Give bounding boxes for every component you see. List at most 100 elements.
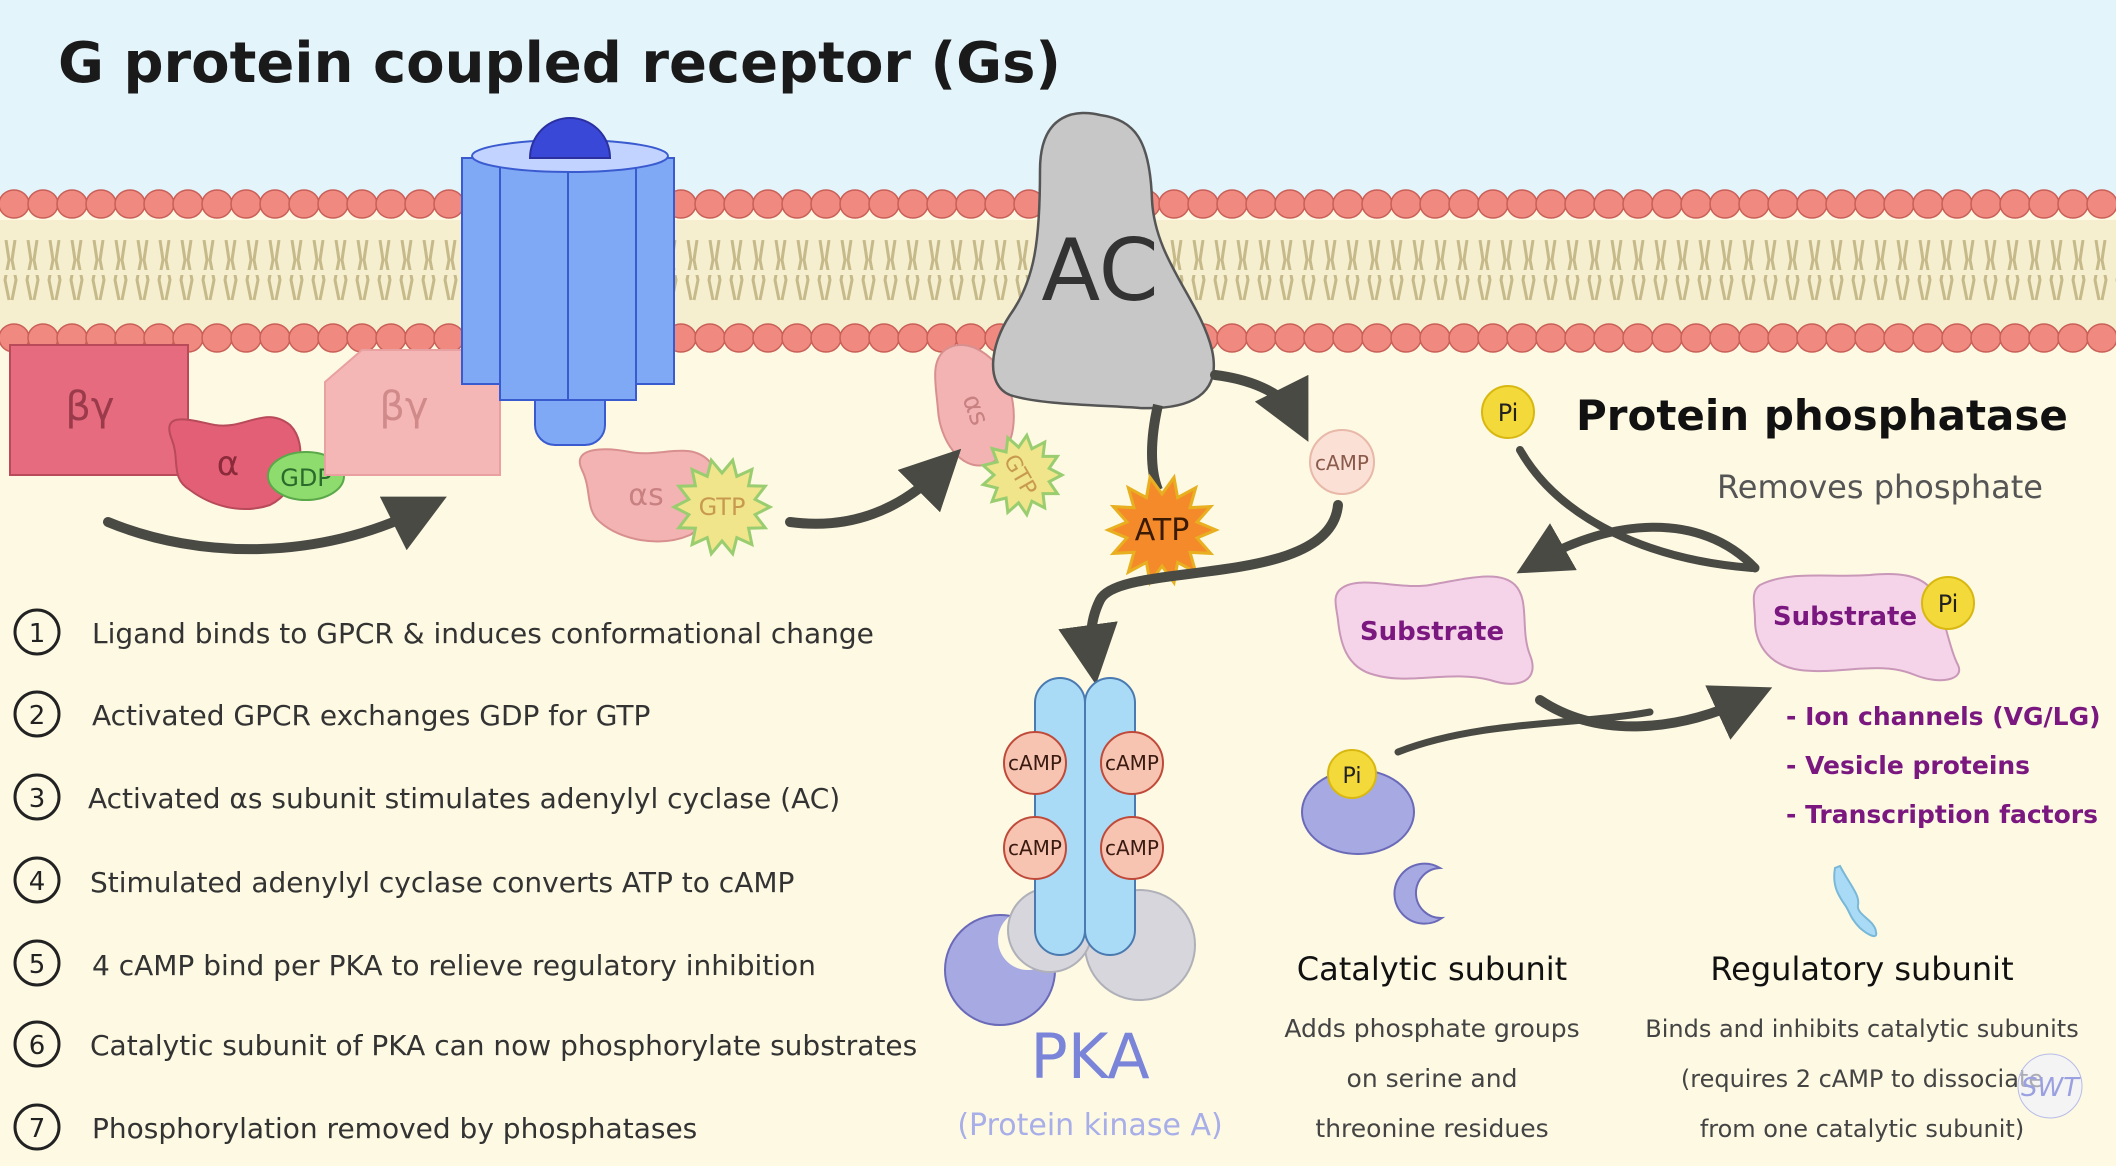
step-number: 1 <box>29 619 46 649</box>
lipid-head <box>1361 323 1393 353</box>
camp-label: cAMP <box>1105 836 1159 860</box>
ac-label: AC <box>1041 221 1158 321</box>
lipid-head <box>2086 323 2116 353</box>
pi-top: Pi <box>1481 385 1535 439</box>
lipid-head <box>1622 189 1654 219</box>
lipid-head <box>1651 323 1683 353</box>
catalytic-subunit-legend: Catalytic subunit Adds phosphate groups … <box>1284 862 1580 1143</box>
alpha-subunit: α <box>168 416 302 511</box>
substrate-phosphorylated-label: Substrate <box>1773 602 1917 632</box>
step-text: Activated αs subunit stimulates adenylyl… <box>88 782 840 815</box>
substrate-unphosphorylated: Substrate <box>1334 575 1534 685</box>
pka-title: PKA <box>1030 1020 1149 1093</box>
phosphatase-subtitle: Removes phosphate <box>1717 468 2043 506</box>
lipid-head <box>1593 323 1625 353</box>
atp-molecule: ATP <box>1104 473 1220 587</box>
lipid-head <box>1883 189 1915 219</box>
lipid-head <box>781 189 813 219</box>
arrow-camp-to-pka <box>1058 500 1343 685</box>
lipid-head <box>1912 323 1944 353</box>
lipid-head <box>1419 189 1451 219</box>
lipid-head <box>1274 189 1306 219</box>
lipid-head <box>2028 189 2060 219</box>
lipid-head <box>752 189 784 219</box>
lipid-heads-bottom <box>0 323 2116 353</box>
arrow-ac-to-camp <box>1210 370 1309 442</box>
catalytic-subunit-line-2: on serine and <box>1347 1064 1518 1093</box>
pi-right-label: Pi <box>1938 590 1959 618</box>
lipid-head <box>2057 323 2089 353</box>
gdp-label: GDP <box>280 464 332 492</box>
atp-label: ATP <box>1135 513 1190 548</box>
substrate-phosphorylated: Substrate Pi <box>1752 573 1975 682</box>
lipid-head <box>1651 189 1683 219</box>
step-text: Catalytic subunit of PKA can now phospho… <box>90 1029 917 1062</box>
lipid-head <box>1216 189 1248 219</box>
pathway-arrows <box>103 370 1773 756</box>
lipid-head <box>1535 323 1567 353</box>
target-vesicle-proteins: - Vesicle proteins <box>1786 751 2030 780</box>
catalytic-subunit-line-3: threonine residues <box>1315 1114 1548 1143</box>
step-4: 4 Stimulated adenylyl cyclase converts A… <box>13 856 794 904</box>
alpha-label: α <box>217 444 239 484</box>
lipid-head <box>1274 323 1306 353</box>
catalytic-subunit-icon <box>1393 862 1446 925</box>
target-list: - Ion channels (VG/LG) - Vesicle protein… <box>1786 702 2101 829</box>
beta-gamma-released-label: βγ <box>379 384 428 430</box>
lipid-head <box>1941 323 1973 353</box>
lipid-head <box>1767 323 1799 353</box>
alpha-s-gtp-free: αs GTP <box>578 448 774 558</box>
lipid-head <box>955 189 987 219</box>
lipid-head <box>375 189 407 219</box>
regulatory-subunit-line-2: (requires 2 cAMP to dissociate <box>1681 1065 2043 1093</box>
lipid-head <box>1448 323 1480 353</box>
lipid-head <box>56 189 88 219</box>
step-text: Ligand binds to GPCR & induces conformat… <box>92 617 874 650</box>
camp-label: cAMP <box>1105 751 1159 775</box>
lipid-head <box>1680 189 1712 219</box>
step-7: 7 Phosphorylation removed by phosphatase… <box>13 1103 697 1151</box>
camp-label: cAMP <box>1008 751 1062 775</box>
step-text: Activated GPCR exchanges GDP for GTP <box>92 699 650 732</box>
pi-bottom <box>1327 749 1377 799</box>
lipid-head <box>2057 189 2089 219</box>
lipid-head <box>781 323 813 353</box>
pi-bottom-label: Pi <box>1343 764 1362 789</box>
arrow-pi-to-substrate <box>1394 708 1654 756</box>
pka-regulatory-subunit-left <box>1034 677 1086 956</box>
lipid-head <box>839 189 871 219</box>
lipid-head <box>433 323 465 353</box>
regulatory-subunit-legend: Regulatory subunit Binds and inhibits ca… <box>1645 864 2079 1143</box>
lipid-head <box>404 323 436 353</box>
ligand <box>528 117 612 159</box>
lipid-head <box>0 189 30 219</box>
lipid-head <box>1680 323 1712 353</box>
target-transcription-factors: - Transcription factors <box>1786 800 2098 829</box>
lipid-head <box>1332 323 1364 353</box>
lipid-head <box>2086 189 2116 219</box>
beta-gamma-subunit: βγ <box>9 344 189 476</box>
regulatory-subunit-line-1: Binds and inhibits catalytic subunits <box>1645 1015 2078 1043</box>
lipid-head <box>1332 189 1364 219</box>
lipid-head <box>346 323 378 353</box>
step-number: 5 <box>29 950 46 980</box>
lipid-head <box>926 189 958 219</box>
lipid-head <box>114 189 146 219</box>
step-5: 5 4 cAMP bind per PKA to relieve regulat… <box>13 939 816 987</box>
lipid-head <box>1593 189 1625 219</box>
lipid-head <box>1390 189 1422 219</box>
lipid-head <box>172 189 204 219</box>
regulatory-subunit-icon <box>1833 864 1878 938</box>
lipid-head <box>1303 189 1335 219</box>
step-number: 2 <box>29 701 46 731</box>
lipid-head <box>1477 323 1509 353</box>
gpcr-receptor <box>461 117 675 446</box>
lipid-head <box>1854 323 1886 353</box>
lipid-head <box>1970 189 2002 219</box>
lipid-head <box>1912 189 1944 219</box>
lipid-head <box>1216 323 1248 353</box>
lipid-head <box>694 323 726 353</box>
lipid-head <box>1999 189 2031 219</box>
step-3: 3 Activated αs subunit stimulates adenyl… <box>13 773 840 821</box>
